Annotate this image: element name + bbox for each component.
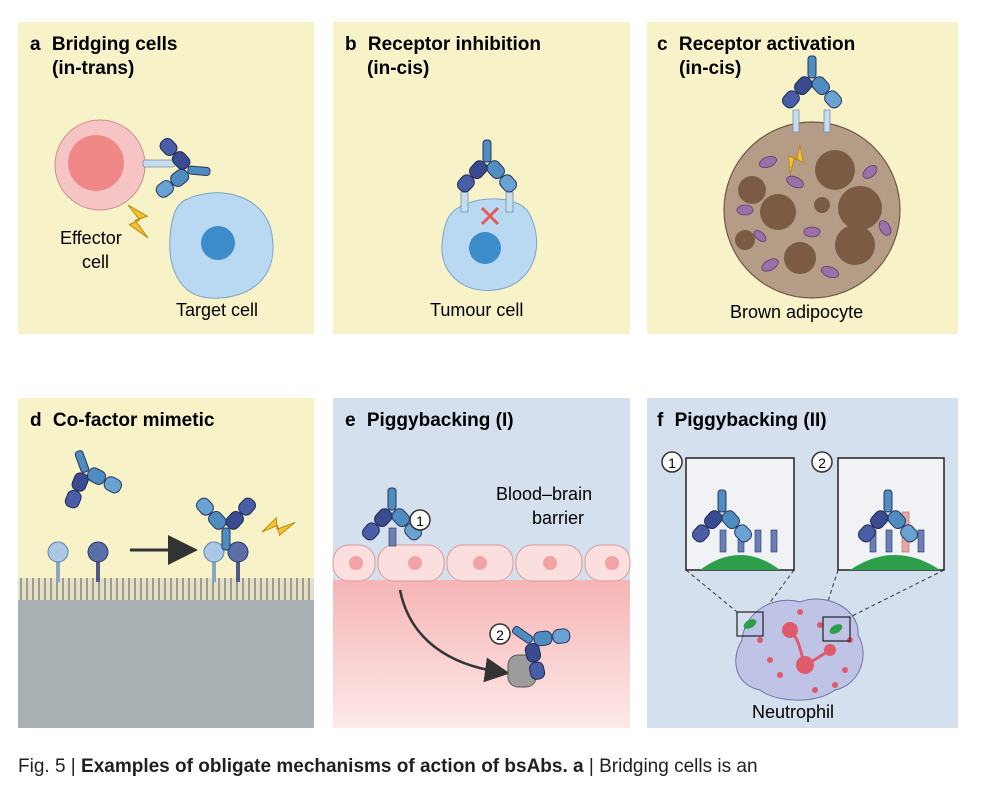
receptor-pair-bound: [203, 541, 249, 582]
figure-caption: Fig. 5 | Examples of obligate mechanisms…: [18, 756, 758, 778]
caption-separator-2: |: [583, 756, 600, 777]
inhibition-cross-icon: [480, 206, 500, 226]
panel-e: e Piggybacking (I) 1 Blood–brain barrier…: [332, 398, 631, 728]
panel-b: b Receptor inhibition (in-cis) Tumour ce…: [333, 22, 630, 334]
panel-e-title: Piggybacking (I): [367, 410, 514, 431]
receptor-pair-unbound: [47, 541, 109, 582]
blood-region: [333, 580, 630, 728]
panel-b-letter: b: [345, 34, 357, 55]
panel-c-subtitle: (in-cis): [679, 58, 741, 79]
cell-interior: [18, 600, 314, 728]
zoom-box-2: [822, 616, 851, 642]
panel-a-subtitle: (in-trans): [52, 58, 134, 79]
endothelial-cells: [332, 544, 631, 582]
lipid-droplets: [735, 150, 882, 274]
effector-label-2: cell: [82, 252, 109, 272]
svg-text:c Receptor activation: c Receptor activation: [657, 34, 855, 55]
step-1-label: 1: [668, 455, 676, 471]
panel-f: f Piggybacking (II) 1: [647, 398, 958, 728]
panel-c-title: Receptor activation: [679, 34, 855, 55]
effector-cell-nucleus: [68, 135, 124, 191]
step-1-label: 1: [416, 513, 424, 529]
panel-c-letter: c: [657, 34, 668, 55]
panel-b-title: Receptor inhibition: [368, 34, 541, 55]
panel-a-title: Bridging cells: [52, 34, 178, 55]
caption-rest: Bridging cells is an: [599, 756, 758, 777]
svg-text:a Bridging cells: a Bridging cells: [30, 34, 178, 55]
transcytosis-arrow: [398, 589, 510, 683]
panel-e-letter: e: [345, 410, 356, 431]
target-cell-label: Target cell: [176, 300, 258, 320]
step-2-label: 2: [496, 627, 504, 643]
receptor-right: [823, 109, 831, 133]
caption-letter: a: [567, 756, 584, 777]
receptor-left: [792, 109, 800, 133]
caption-bold: Examples of obligate mechanisms of actio…: [81, 756, 568, 777]
cell-membrane: [18, 578, 314, 600]
receptor-right: [505, 191, 514, 213]
panel-a: a Bridging cells (in-trans) Effector cel…: [18, 22, 314, 334]
panel-d: d Co-factor mimetic: [18, 398, 314, 728]
bbb-label-2: barrier: [532, 508, 584, 528]
zoom-box-1: [736, 611, 764, 637]
panel-b-subtitle: (in-cis): [367, 58, 429, 79]
panel-a-letter: a: [30, 34, 41, 55]
caption-separator: |: [65, 756, 82, 777]
svg-text:e Piggybacking (I): e Piggybacking (I): [345, 410, 514, 431]
panel-d-letter: d: [30, 410, 42, 431]
bbb-label-1: Blood–brain: [496, 484, 592, 504]
step-2-badge: [489, 623, 511, 645]
bridge-linker: [142, 159, 176, 168]
figure-canvas: a Bridging cells (in-trans) Effector cel…: [18, 22, 958, 728]
target-cell-nucleus: [201, 226, 235, 260]
mitochondria: [736, 155, 892, 279]
caption-fig: Fig. 5: [18, 756, 66, 777]
tumour-cell-nucleus: [469, 232, 501, 264]
panel-f-letter: f: [657, 410, 664, 431]
step-1-badge: [409, 509, 431, 531]
svg-text:b Receptor inhibition: b Receptor inhibition: [345, 34, 541, 55]
bbb-receptor: [388, 527, 397, 547]
panel-d-title: Co-factor mimetic: [53, 410, 215, 431]
receptor-left: [460, 191, 469, 213]
effector-label-1: Effector: [60, 228, 122, 248]
panel-c: c Receptor activation (in-cis): [647, 22, 958, 334]
tumour-cell-label: Tumour cell: [430, 300, 523, 320]
adipocyte-label: Brown adipocyte: [730, 302, 863, 322]
step-2-label: 2: [818, 455, 826, 471]
svg-text:d Co-factor mimetic: d Co-factor mimetic: [30, 410, 215, 431]
inset-2: [837, 457, 945, 571]
panel-f-title: Piggybacking (II): [675, 410, 827, 431]
svg-text:f Piggybacking (II): f Piggybacking (II): [657, 410, 827, 431]
neutrophil-label: Neutrophil: [752, 702, 834, 722]
inset-1: [685, 457, 795, 571]
step-1-badge: [661, 451, 683, 473]
step-2-badge: [811, 451, 833, 473]
